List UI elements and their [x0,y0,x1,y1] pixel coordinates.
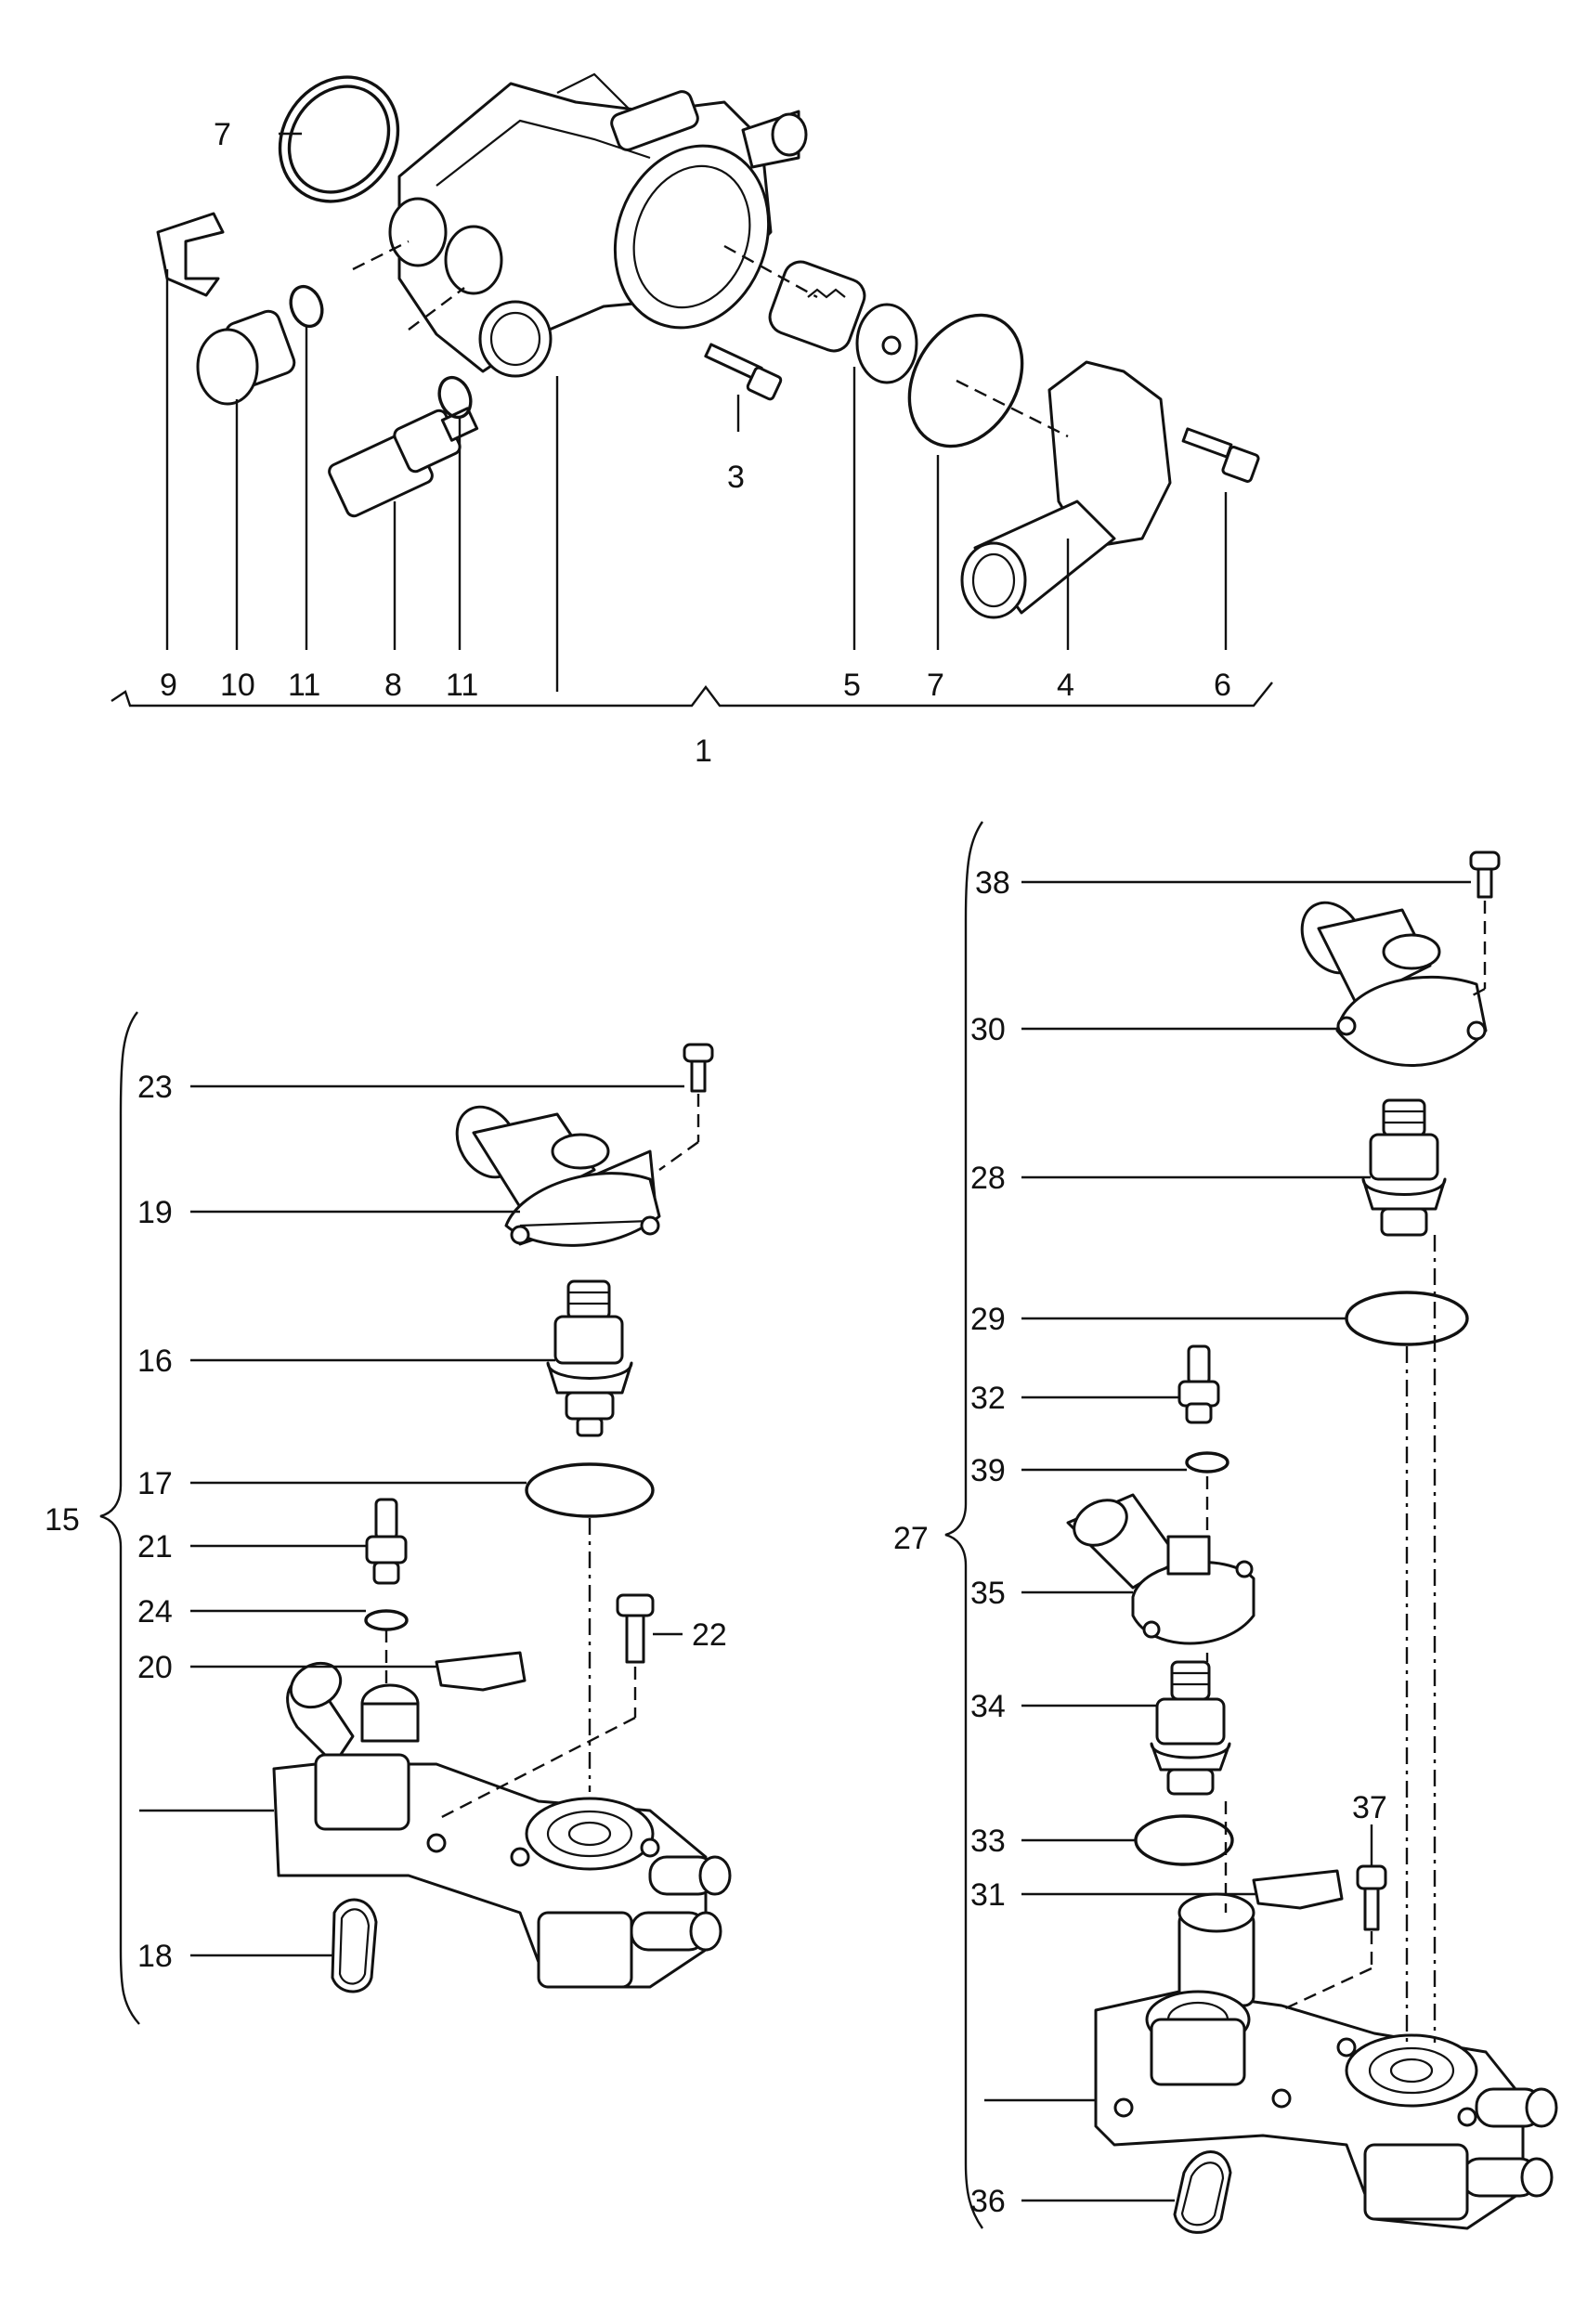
base-housing-right [1094,1892,1558,2230]
callout-20: 20 [137,1650,173,1685]
sensor-21 [365,1498,408,1585]
bolt-22 [616,1593,655,1664]
thermostat-5 [768,260,918,384]
clip-20 [435,1651,527,1692]
bolt-3 [704,343,783,401]
screw-38 [1469,850,1501,899]
callout-6: 6 [1214,668,1231,703]
callout-8: 8 [384,668,402,703]
callout-7-top: 7 [214,117,231,152]
callout-39: 39 [970,1453,1006,1488]
cover-35 [1066,1493,1255,1645]
o-ring-24 [364,1609,409,1631]
coolant-cover-4 [960,360,1172,619]
base-housing-left [272,1661,732,1989]
bolt-6 [1181,427,1260,483]
callout-17: 17 [137,1466,173,1501]
assembly-number-1: 1 [695,734,712,769]
o-ring-17 [525,1462,655,1518]
callout-33: 33 [970,1824,1006,1859]
callout-11-a: 11 [288,668,320,703]
callout-22: 22 [692,1617,727,1653]
callout-11-b: 11 [446,668,478,703]
sensor-8 [328,407,479,518]
seal-11-upper [289,284,324,329]
callout-24: 24 [137,1594,173,1629]
brace-15 [99,1011,140,2025]
clip-9 [156,212,225,297]
clip-31 [1252,1869,1344,1910]
callout-5: 5 [843,668,861,703]
left-group-15: 15 [45,1011,732,2025]
callout-28: 28 [970,1161,1006,1196]
o-ring-7-top [278,75,400,203]
screw-23 [683,1043,714,1093]
callout-18: 18 [137,1939,173,1974]
callout-3: 3 [727,460,745,495]
group-number-15: 15 [45,1502,80,1538]
callout-29: 29 [970,1302,1006,1337]
callout-19: 19 [137,1195,173,1230]
gasket-36 [1173,2150,1232,2234]
bolt-37 [1356,1864,1387,1931]
callout-16: 16 [137,1344,173,1379]
callout-38: 38 [975,865,1010,901]
callout-23: 23 [137,1070,173,1105]
callout-35: 35 [970,1576,1006,1611]
o-ring-7-right [907,313,1024,448]
cover-30 [1300,901,1488,1067]
group-number-27: 27 [893,1521,929,1556]
thermostat-34 [1150,1660,1231,1796]
seal-11-lower [437,375,473,420]
callout-37: 37 [1352,1790,1387,1825]
callout-4: 4 [1057,668,1074,703]
o-ring-29 [1345,1291,1469,1346]
callout-30: 30 [970,1012,1006,1047]
o-ring-33 [1134,1814,1234,1866]
callout-34: 34 [970,1689,1006,1724]
callout-21: 21 [137,1529,173,1564]
brace-27 [944,821,983,2229]
right-group-27: 27 [893,821,1558,2234]
top-assembly: 7 3 9 10 11 8 11 5 7 4 6 1 [111,72,1273,769]
thermostat-16 [546,1279,633,1437]
callout-31: 31 [970,1877,1006,1913]
gasket-18 [331,1898,378,1993]
cover-19 [455,1105,661,1247]
callout-10: 10 [220,668,255,703]
callout-9: 9 [160,668,177,703]
plug-10 [196,309,296,406]
o-ring-39 [1185,1451,1229,1474]
callout-7-bottom: 7 [927,668,944,703]
sensor-32 [1177,1344,1220,1424]
callout-36: 36 [970,2184,1006,2219]
thermostat-28 [1361,1098,1447,1237]
callout-32: 32 [970,1381,1006,1416]
